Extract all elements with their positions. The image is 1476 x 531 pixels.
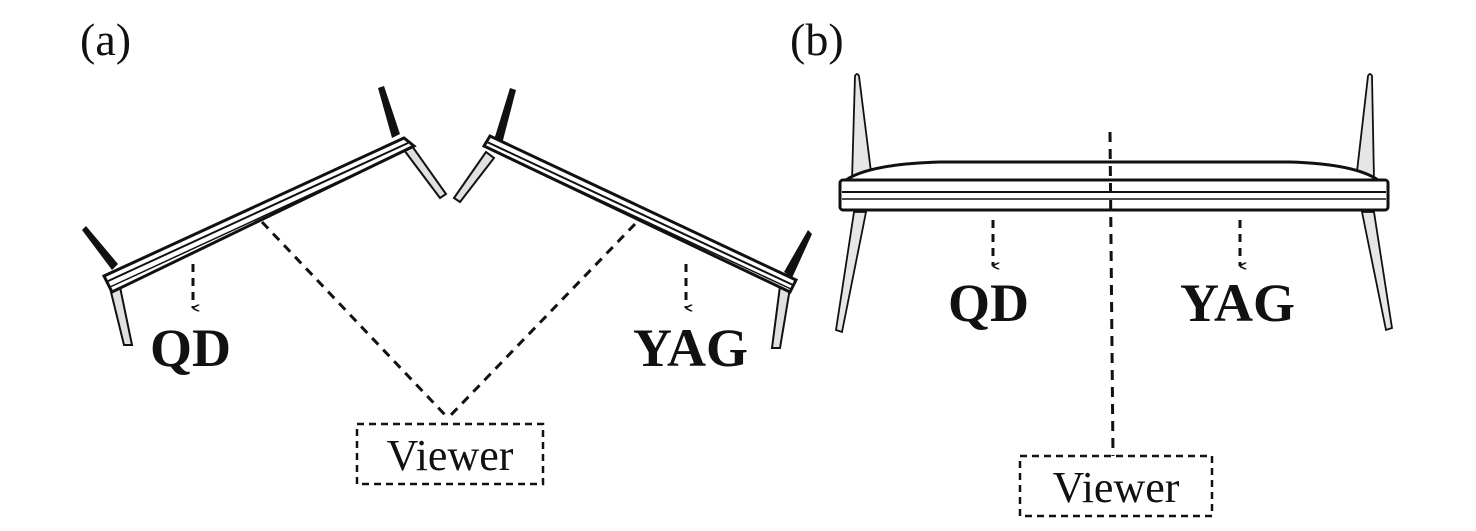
sight-line-right: [446, 222, 637, 420]
tv-leg: [494, 88, 516, 144]
tv-leg: [378, 86, 400, 138]
tv-leg: [108, 285, 134, 346]
tv-leg: [834, 211, 868, 334]
tv-leg: [82, 226, 118, 270]
tv-leg: [1360, 211, 1394, 332]
tv-leg: [784, 230, 812, 278]
viewer-label: Viewer: [1053, 463, 1180, 512]
panel-b-label: (b): [790, 14, 844, 65]
label-yag: YAG: [633, 318, 748, 378]
sight-line-center: [1108, 131, 1115, 457]
label-yag: YAG: [1180, 273, 1295, 333]
tv-right-angled: [452, 88, 812, 349]
tv-left-angled: [82, 86, 448, 346]
tv-leg: [770, 284, 792, 349]
tv-leg: [402, 144, 448, 200]
panel-a: (a): [80, 14, 812, 486]
viewer-label: Viewer: [387, 431, 514, 480]
label-qd: QD: [150, 318, 231, 378]
tv-leg: [851, 73, 874, 181]
label-qd: QD: [948, 273, 1029, 333]
tv-body-flat: [838, 178, 1390, 212]
sight-line-left: [260, 220, 450, 420]
tv-back-housing: [841, 160, 1383, 182]
viewer-box: [1018, 454, 1214, 518]
panel-a-label: (a): [80, 14, 131, 65]
viewer-box: [355, 422, 545, 486]
tv-leg: [452, 150, 496, 204]
panel-b: (b) QD YAG Viewer: [790, 14, 1394, 518]
tv-leg: [1354, 73, 1375, 181]
